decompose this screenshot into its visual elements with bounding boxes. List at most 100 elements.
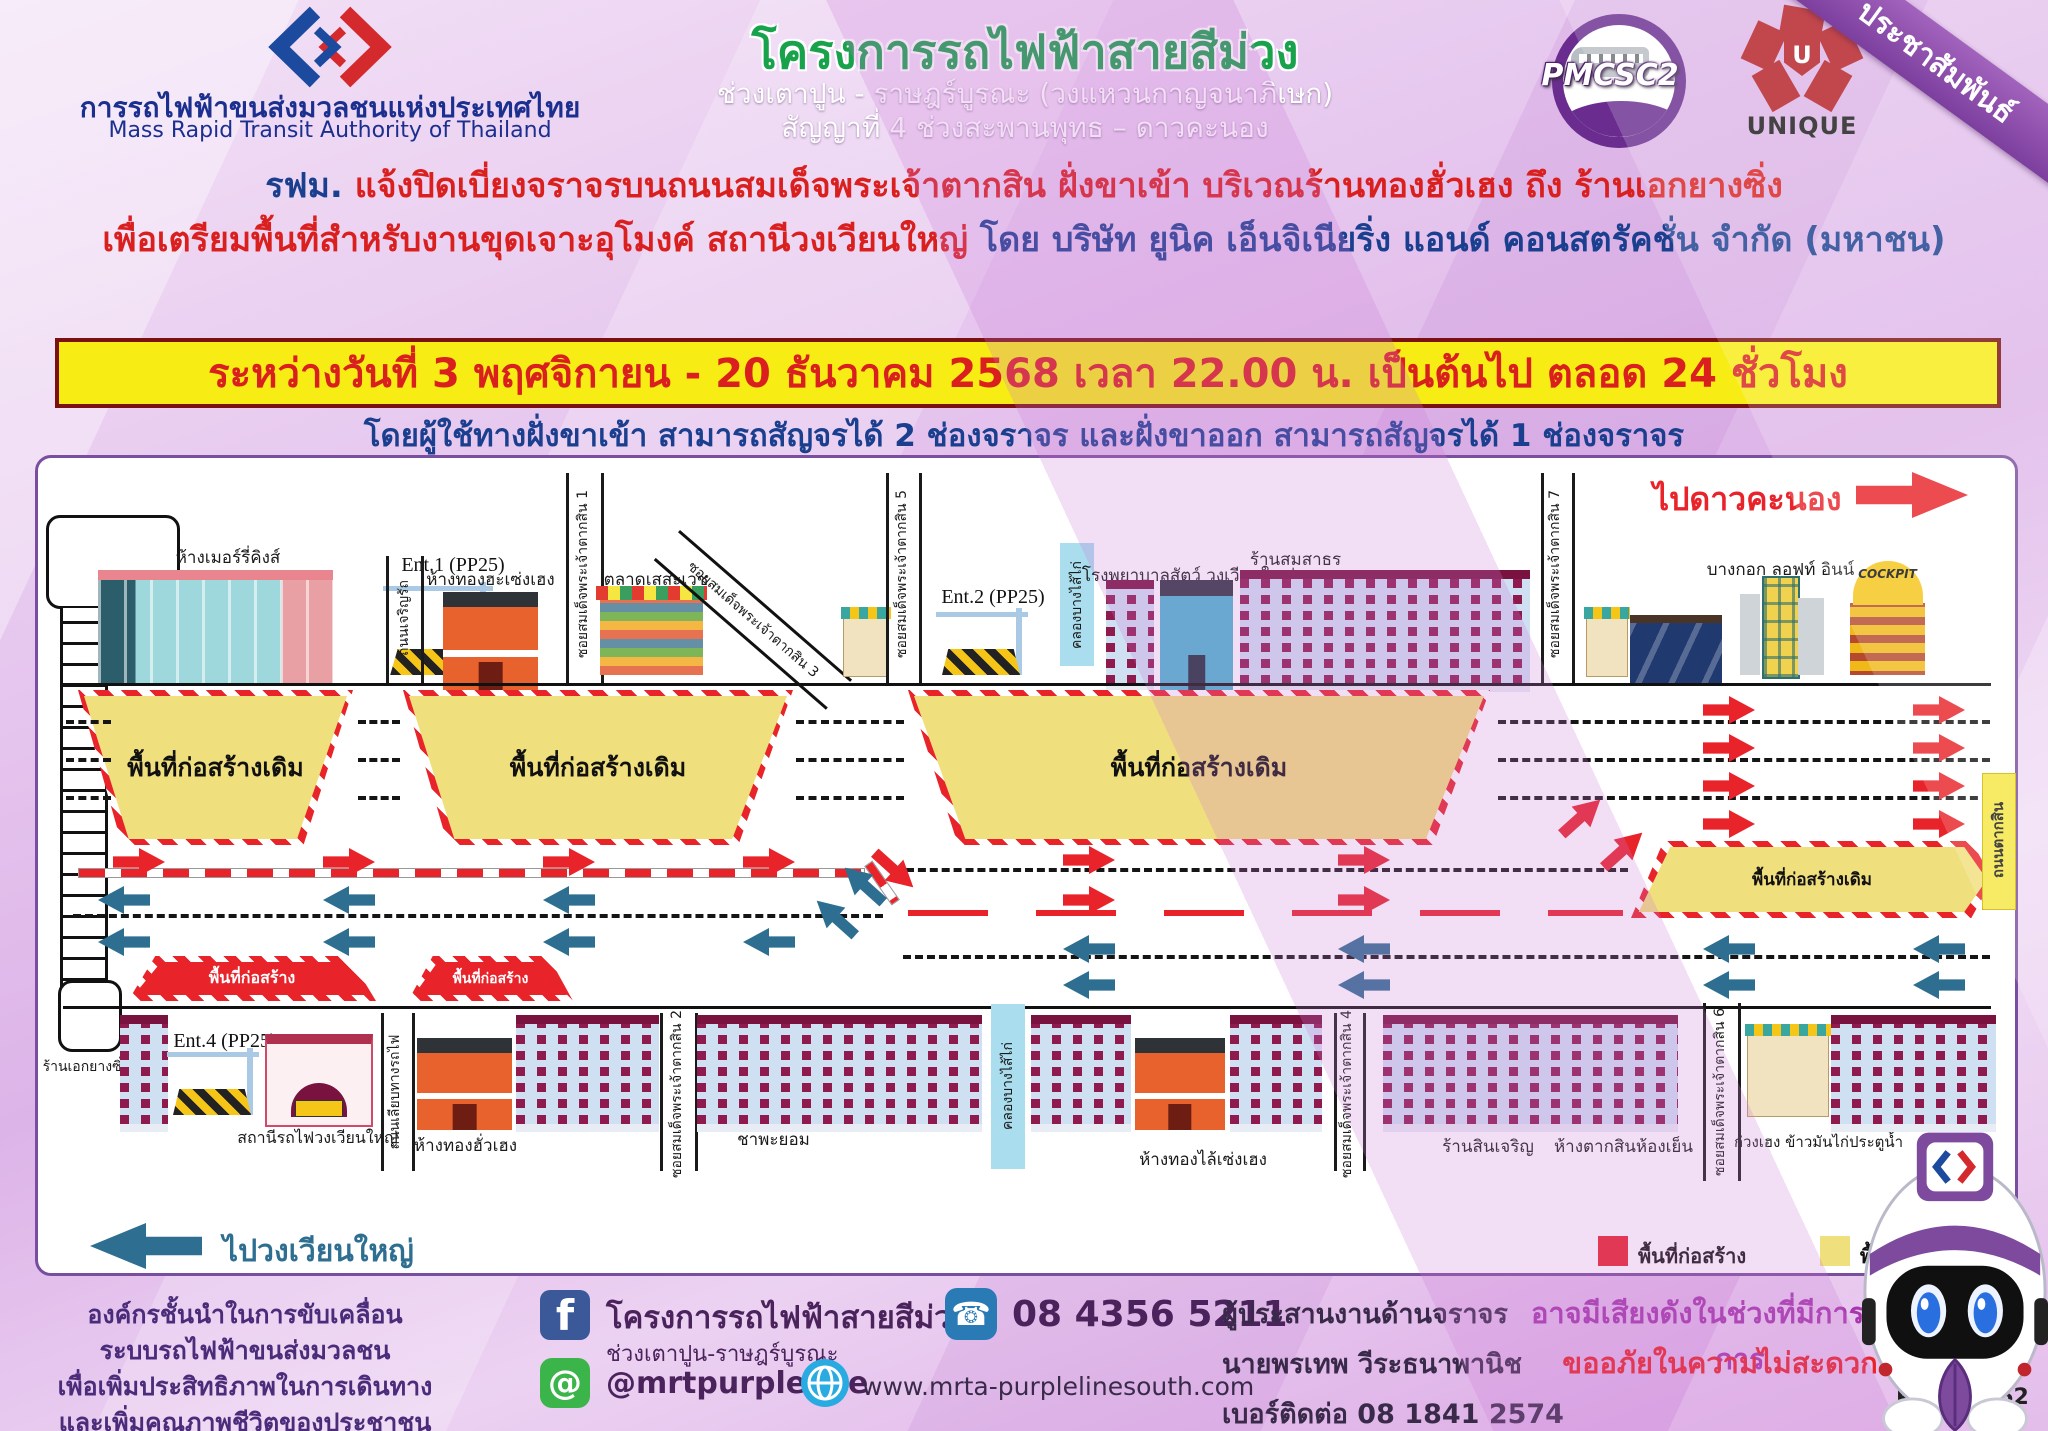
street-railway-road bbox=[381, 1013, 415, 1171]
old-construction-zone-right: พื้นที่ก่อสร้างเดิม bbox=[1631, 841, 1993, 918]
zone-label: พื้นที่ก่อสร้าง bbox=[208, 968, 296, 987]
mrta-logo-icon bbox=[268, 6, 392, 88]
label-canal-bottom: คลองบางไส้ไก่ bbox=[1000, 1042, 1016, 1130]
street-stall bbox=[841, 607, 891, 677]
blue-arrow-icon bbox=[323, 886, 375, 914]
red-lane-closure-line bbox=[908, 910, 1623, 916]
daokanong-arrow-icon bbox=[1856, 472, 1968, 518]
gold-laisengheng-building bbox=[1135, 1038, 1225, 1130]
coordinator-phone: เบอร์ติดต่อ 08 1841 2574 bbox=[1222, 1399, 1564, 1430]
announcement-org: รฟม. bbox=[265, 166, 343, 206]
gold-huaheng-building bbox=[417, 1038, 512, 1130]
pmcsc2-logo bbox=[1552, 14, 1686, 148]
street-soi-taksin5 bbox=[886, 473, 922, 685]
street-soi-taksin2 bbox=[660, 1013, 698, 1171]
shophouse-row bbox=[1383, 1015, 1678, 1132]
grey-tower bbox=[1740, 594, 1760, 675]
blue-arrow-icon bbox=[323, 928, 375, 956]
grey-tower bbox=[1798, 598, 1824, 675]
crane-mast bbox=[1016, 608, 1022, 675]
label-gold-laisengheng: ห้างทองไล้เซ่งเฮง bbox=[1139, 1150, 1267, 1170]
label-wongwianyai-station: สถานีรถไฟวงเวียนใหญ่ bbox=[237, 1128, 398, 1147]
label-kuangheng: ก่วงเฮง ข้าวมันไก่ประตูน้ำ bbox=[1733, 1133, 1904, 1151]
label-soi-taksin4: ซอยสมเด็จพระเจ้าตากสิน 4 bbox=[1339, 1010, 1355, 1178]
crane-arm bbox=[936, 612, 1028, 617]
street-soi-taksin4 bbox=[1334, 1013, 1366, 1171]
zone-fill bbox=[134, 962, 370, 995]
pmcsc2-swoosh bbox=[1563, 101, 1675, 137]
shophouse-row bbox=[1031, 1015, 1131, 1132]
stall-awning bbox=[1584, 607, 1630, 619]
wongwianyai-arrow-icon bbox=[90, 1223, 202, 1269]
phone-number: 08 4356 5211 bbox=[1012, 1294, 1288, 1335]
date-banner: ระหว่างวันที่ 3 พฤศจิกายน - 20 ธันวาคม 2… bbox=[55, 338, 2001, 408]
lane-divider bbox=[1498, 758, 1990, 762]
stall-awning bbox=[1745, 1024, 1831, 1036]
stall-awning bbox=[841, 607, 891, 619]
blue-arrow-icon bbox=[743, 928, 795, 956]
mascot-robot bbox=[1862, 1132, 2048, 1431]
project-contract: สัญญาที่ 4 ช่วงสะพานพุทธ – ดาวคะนอง bbox=[781, 111, 1269, 144]
crane-arm bbox=[383, 586, 494, 591]
lane-info: โดยผู้ใช้ทางฝั่งขาเข้า สามารถสัญจรได้ 2 … bbox=[363, 418, 1685, 454]
unique-logo-text: UNIQUE bbox=[1746, 112, 1858, 140]
bangkok-loft-inn-tower bbox=[1762, 576, 1800, 679]
street-soi-taksin7 bbox=[1541, 473, 1575, 685]
lane-divider bbox=[1498, 796, 1990, 800]
unique-u-shield: U bbox=[1784, 34, 1820, 76]
cockpit-building: COCKPIT bbox=[1850, 561, 1925, 675]
blue-arrow-icon bbox=[1913, 971, 1965, 999]
label-soi-taksin5: ซอยสมเด็จพระเจ้าตากสิน 5 bbox=[894, 490, 910, 658]
zone-label: พื้นที่ก่อสร้าง bbox=[452, 970, 529, 987]
kuangheng-food-stall bbox=[1745, 1024, 1831, 1117]
label-chaphayom: ชาพะยอม bbox=[737, 1130, 810, 1150]
label-merry-kings: ห้างเมอร์รี่คิงส์ bbox=[175, 548, 281, 568]
label-soi-taksin2: ซอยสมเด็จพระเจ้าตากสิน 2 bbox=[669, 1010, 685, 1178]
zone-label: พื้นที่ก่อสร้างเดิม bbox=[1752, 870, 1872, 890]
market-awning bbox=[596, 586, 707, 600]
announcement-line1: รฟม. แจ้งปิดเบี่ยงจราจรบนถนนสมเด็จพระเจ้… bbox=[0, 158, 2048, 212]
pet-hospital-building bbox=[1160, 580, 1233, 697]
label-taksin-road: ถนนตากสิน bbox=[1989, 801, 2007, 879]
sesawet-market-building bbox=[596, 586, 707, 675]
old-construction-zone: พื้นที่ก่อสร้างเดิม bbox=[78, 690, 353, 845]
old-construction-zone: พื้นที่ก่อสร้างเดิม bbox=[908, 690, 1490, 845]
zone-label: พื้นที่ก่อสร้างเดิม bbox=[1110, 752, 1288, 782]
zone-label: พื้นที่ก่อสร้างเดิม bbox=[509, 752, 687, 782]
railway-bridge-bottom bbox=[58, 980, 122, 1052]
ent4-crane-icon bbox=[167, 1048, 267, 1115]
zone-fill bbox=[914, 696, 1484, 839]
pmcsc2-train-icon bbox=[1571, 47, 1649, 77]
label-ent1: Ent.1 (PP25) bbox=[401, 554, 505, 576]
announcement-company: โดย บริษัท ยูนิค เอ็นจิเนียริ่ง แอนด์ คอ… bbox=[979, 220, 1946, 260]
slogan-line: องค์กรชั้นนำในการขับเคลื่อน bbox=[87, 1300, 403, 1329]
label-sincharoen: ร้านสินเจริญ bbox=[1442, 1137, 1534, 1157]
lane-divider bbox=[358, 720, 400, 724]
somsathon-shophouses bbox=[1240, 570, 1530, 692]
canal-bang-sai-kai-bottom bbox=[991, 1004, 1025, 1169]
zone-label: พื้นที่ก่อสร้างเดิม bbox=[127, 752, 304, 782]
traffic-barrier bbox=[78, 868, 865, 878]
blue-arrow-icon bbox=[543, 886, 595, 914]
label-soi-taksin7: ซอยสมเด็จพระเจ้าตากสิน 7 bbox=[1547, 490, 1563, 658]
ent2-crane-icon bbox=[936, 608, 1036, 675]
canal-bang-sai-kai-top bbox=[1060, 543, 1094, 666]
lane-divider bbox=[66, 796, 111, 800]
unique-logo: U bbox=[1737, 4, 1867, 138]
direction-wongwianyai-label: ไปวงเวียนใหญ่ bbox=[223, 1234, 414, 1269]
construction-barrier bbox=[173, 1089, 251, 1115]
construction-barrier bbox=[942, 649, 1020, 675]
lane-divider bbox=[66, 758, 111, 762]
crane-mast bbox=[247, 1048, 253, 1115]
street-soi-taksin6 bbox=[1703, 1003, 1741, 1181]
lane-divider bbox=[73, 914, 883, 918]
old-construction-zone: พื้นที่ก่อสร้างเดิม bbox=[403, 690, 793, 845]
agency-name-thai: การรถไฟฟ้าขนส่งมวลชนแห่งประเทศไทย bbox=[79, 91, 581, 124]
coordinator-name: นายพรเทพ วีระธนาพานิช bbox=[1222, 1349, 1522, 1380]
legend-old-swatch bbox=[1820, 1236, 1850, 1266]
blue-arrow-icon bbox=[1338, 971, 1390, 999]
facebook-page-sub: ช่วงเตาปูน-ราษฎร์บูรณะ bbox=[606, 1342, 839, 1367]
lane-divider bbox=[66, 720, 111, 724]
street-soi-taksin1 bbox=[566, 473, 604, 685]
merry-kings-building bbox=[98, 570, 333, 685]
